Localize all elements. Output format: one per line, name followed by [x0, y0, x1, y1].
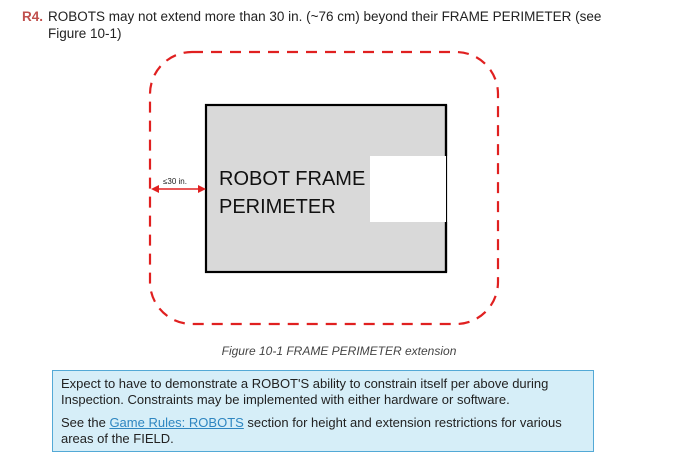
frame-label-line2: PERIMETER — [219, 196, 336, 218]
extension-label: ≤30 in. — [163, 177, 187, 186]
note-paragraph-2: See the Game Rules: ROBOTS section for h… — [61, 415, 585, 447]
frame-notch — [370, 156, 446, 222]
note-box: Expect to have to demonstrate a ROBOT'S … — [52, 370, 594, 452]
extension-limit-outline — [148, 50, 500, 326]
arrow-head-left — [151, 185, 159, 193]
frame-perimeter-figure: ROBOT FRAME PERIMETER ≤30 in. — [148, 50, 500, 326]
game-rules-robots-link[interactable]: Game Rules: ROBOTS — [109, 415, 244, 430]
rule-r4: R4. ROBOTS may not extend more than 30 i… — [22, 8, 622, 42]
frame-label-line1: ROBOT FRAME — [219, 168, 365, 190]
note-p2-suffix: section for height and extension restric… — [61, 415, 562, 446]
note-p2-prefix: See the — [61, 415, 110, 430]
figure-caption: Figure 10-1 FRAME PERIMETER extension — [221, 344, 457, 358]
rule-text: ROBOTS may not extend more than 30 in. (… — [48, 9, 602, 41]
note-paragraph-1: Expect to have to demonstrate a ROBOT'S … — [61, 376, 549, 407]
arrow-head-right — [198, 185, 206, 193]
rule-id: R4. — [22, 9, 44, 24]
